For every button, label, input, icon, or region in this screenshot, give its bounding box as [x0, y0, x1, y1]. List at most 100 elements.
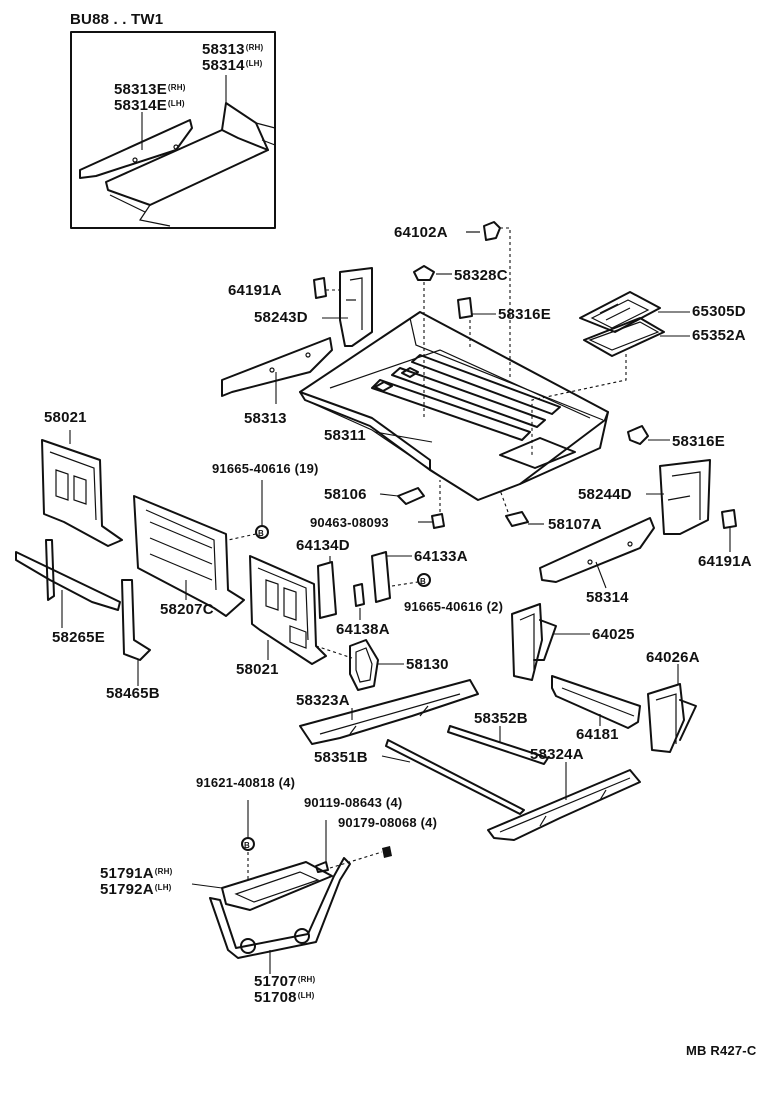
bolt-90119 — [315, 861, 329, 873]
label-58351B: 58351B — [314, 749, 368, 766]
bolt-90463 — [431, 513, 445, 529]
pad-64133A — [371, 551, 391, 603]
inset-floor-panel — [79, 102, 276, 227]
side-lh: (LH) — [154, 883, 172, 892]
label-65352A: 65352A — [692, 327, 746, 344]
label-64025: 64025 — [592, 626, 635, 643]
inset-label-58314E: 58314E(LH) — [114, 98, 185, 113]
nut-90179 — [382, 846, 392, 858]
inset-code: 58314 — [202, 57, 245, 74]
label-58313: 58313 — [244, 410, 287, 427]
label-58265E: 58265E — [52, 629, 105, 646]
svg-text:B: B — [258, 529, 264, 538]
label-90463: 90463-08093 — [310, 515, 389, 530]
label-58130: 58130 — [406, 656, 449, 673]
stiffener-58352B — [447, 725, 549, 765]
label-58324A: 58324A — [530, 746, 584, 763]
panel-58021-left — [41, 439, 123, 547]
label-64133A: 64133A — [414, 548, 468, 565]
inset-code: 58314E — [114, 97, 167, 114]
label-58328C: 58328C — [454, 267, 508, 284]
label-58465B: 58465B — [106, 685, 160, 702]
inset-side: (RH) — [167, 83, 186, 92]
pillar-58244D — [659, 459, 711, 535]
side-rh: (RH) — [297, 975, 316, 984]
label-58021-top: 58021 — [44, 409, 87, 426]
label-58323A: 58323A — [296, 692, 350, 709]
label-64026A: 64026A — [646, 649, 700, 666]
label-91665-19: 91665-40616 (19) — [212, 461, 319, 476]
bracket-58328C — [413, 265, 435, 281]
bracket-64102A — [466, 221, 501, 241]
label-91665-2: 91665-40616 (2) — [404, 599, 504, 614]
svg-text:B: B — [244, 841, 250, 850]
pad-58130 — [349, 639, 379, 691]
crossmember-58323A — [299, 679, 479, 745]
inset-code: 58313E — [114, 81, 167, 98]
label-51792A: 51792A(LH) — [100, 882, 172, 897]
label-58316E-lower: 58316E — [672, 433, 725, 450]
bracket-58107A — [505, 511, 529, 527]
clip-64191A-top — [313, 277, 327, 299]
label-64102A: 64102A — [394, 224, 448, 241]
rail-58265E — [15, 539, 121, 611]
stiffener-58351B — [385, 739, 525, 815]
pad-64134D — [317, 561, 337, 619]
bracket-58106 — [397, 487, 425, 505]
label-51791A: 51791A(RH) — [100, 866, 172, 881]
label-58314: 58314 — [586, 589, 629, 606]
label-51708: 51708(LH) — [254, 990, 315, 1005]
label-58107A: 58107A — [548, 516, 602, 533]
clip-64191A-right — [721, 509, 737, 529]
svg-text:B: B — [420, 577, 426, 586]
inset-title: BU88 . . TW1 — [70, 11, 164, 28]
side-rh: (RH) — [154, 867, 173, 876]
inset-side: (LH) — [167, 99, 185, 108]
brace-64025 — [511, 603, 557, 681]
grommet-91665-2 — [417, 573, 431, 587]
carrier-bracket-51791A — [221, 861, 333, 911]
label-58311: 58311 — [324, 427, 366, 444]
label-51707: 51707(RH) — [254, 974, 315, 989]
label-91621: 91621-40818 (4) — [196, 775, 296, 790]
label-58207C: 58207C — [160, 601, 214, 618]
label-65305D: 65305D — [692, 303, 746, 320]
label-58243D: 58243D — [254, 309, 308, 326]
inset-code: 58313 — [202, 41, 245, 58]
inset-side: (RH) — [245, 43, 264, 52]
code-51791A: 51791A — [100, 865, 154, 882]
label-64191A-right: 64191A — [698, 553, 752, 570]
inset-side: (LH) — [245, 59, 263, 68]
crossmember-58324A — [487, 769, 641, 841]
label-90119: 90119-08643 (4) — [304, 795, 403, 810]
code-51707: 51707 — [254, 973, 297, 990]
label-58352B: 58352B — [474, 710, 528, 727]
pillar-58243D — [339, 267, 373, 347]
inset-label-58313E: 58313E(RH) — [114, 82, 186, 97]
label-58106: 58106 — [324, 486, 367, 503]
inset-frame — [70, 31, 276, 229]
label-64138A: 64138A — [336, 621, 390, 638]
hatch-cover-65305D — [579, 291, 665, 357]
side-rail-58314 — [539, 517, 655, 583]
label-58316E: 58316E — [498, 306, 551, 323]
code-51708: 51708 — [254, 989, 297, 1006]
label-64134D: 64134D — [296, 537, 350, 554]
label-64181: 64181 — [576, 726, 619, 743]
inset-label-58313: 58313(RH) — [202, 42, 263, 57]
brace-64026A — [647, 683, 697, 753]
panel-58207C — [133, 495, 245, 617]
bracket-58316E — [457, 297, 473, 319]
label-58244D: 58244D — [578, 486, 632, 503]
label-58021-center: 58021 — [236, 661, 279, 678]
label-64191A-top: 64191A — [228, 282, 282, 299]
carrier-arm-51707 — [209, 857, 351, 959]
bracket-58316E-lower — [627, 425, 649, 445]
clip-64138A — [353, 583, 365, 607]
side-rail-58313 — [221, 337, 333, 397]
panel-58021-center — [249, 555, 327, 665]
code-51792A: 51792A — [100, 881, 154, 898]
reference-code: MB R427-C — [686, 1043, 757, 1058]
